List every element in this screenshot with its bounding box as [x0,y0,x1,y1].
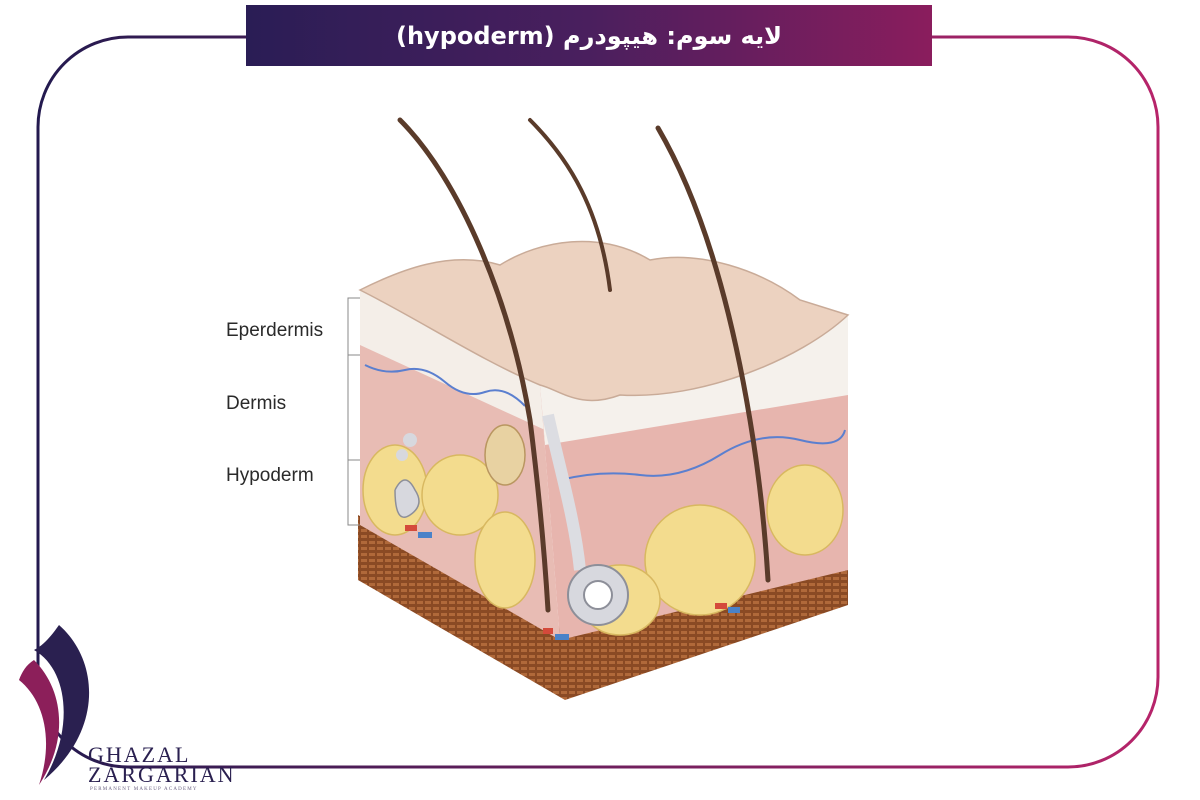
title-banner: لایه سوم: هیپودرم (hypoderm) [246,5,932,66]
brand-tagline: PERMANENT MAKEUP ACADEMY [90,787,198,792]
brand-logo-icon [19,625,90,785]
blood-vessels [405,525,740,640]
hair-shafts [397,117,771,613]
label-hypoderm: Hypoderm [226,465,314,486]
layer-brackets [347,297,360,526]
sebaceous-gland [484,424,526,486]
sweat-gland [394,413,629,626]
label-epidermis: Eperdermis [226,320,324,341]
left-face [360,290,560,640]
page-title: لایه سوم: هیپودرم (hypoderm) [396,21,782,50]
base-tissue-layer [358,515,848,700]
brand-name-line1: GHAZAL [88,742,191,767]
label-dermis: Dermis [226,393,287,414]
brand-name-line2: ZARGARIAN [88,762,236,787]
skin-surface [358,240,850,402]
